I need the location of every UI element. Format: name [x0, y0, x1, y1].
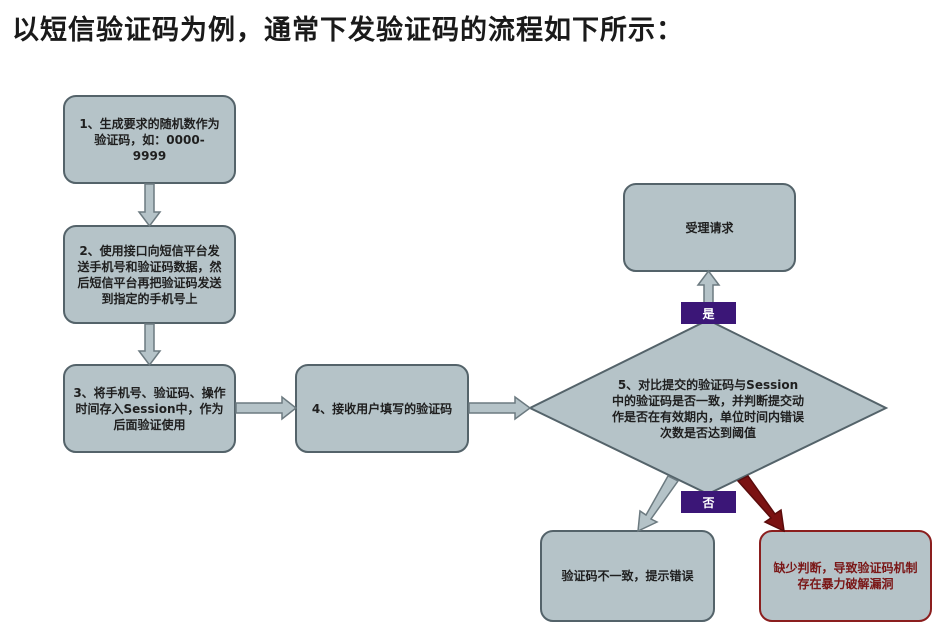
step2-text: 2、使用接口向短信平台发送手机号和验证码数据，然后短信平台再把验证码发送到指定的…: [77, 243, 222, 306]
mismatch-text: 验证码不一致，提示错误: [561, 569, 694, 583]
arrow-step4-step5: [468, 395, 532, 421]
accept-box: [623, 183, 796, 272]
no-badge: [681, 491, 736, 513]
arrow-step3-step4: [235, 395, 298, 421]
accept-text: 受理请求: [685, 220, 734, 235]
no-label: 否: [702, 495, 715, 510]
step4-text: 4、接收用户填写的验证码: [311, 401, 453, 416]
arrow-step1-step2: [137, 183, 162, 228]
arrow-step5-flaw: [736, 475, 785, 533]
arrow-step2-step3: [137, 323, 162, 367]
yes-label: 是: [702, 306, 715, 321]
step1-text: 1、生成要求的随机数作为验证码，如：0000-9999: [79, 116, 220, 163]
flaw-text: 缺少判断，导致验证码机制存在暴力破解漏洞: [773, 561, 918, 591]
step5-text: 5、对比提交的验证码与Session中的验证码是否一致，并判断提交动作是否在有效…: [612, 378, 805, 440]
yes-badge: [681, 302, 736, 324]
step1-box: [63, 95, 236, 184]
step3-text: 3、将手机号、验证码、操作时间存入Session中，作为后面验证使用: [73, 385, 226, 432]
flaw-box: [759, 530, 932, 622]
page-title: 以短信验证码为例，通常下发验证码的流程如下所示：: [12, 15, 684, 46]
arrow-step5-mismatch: [637, 475, 680, 533]
mismatch-box: [540, 530, 715, 622]
